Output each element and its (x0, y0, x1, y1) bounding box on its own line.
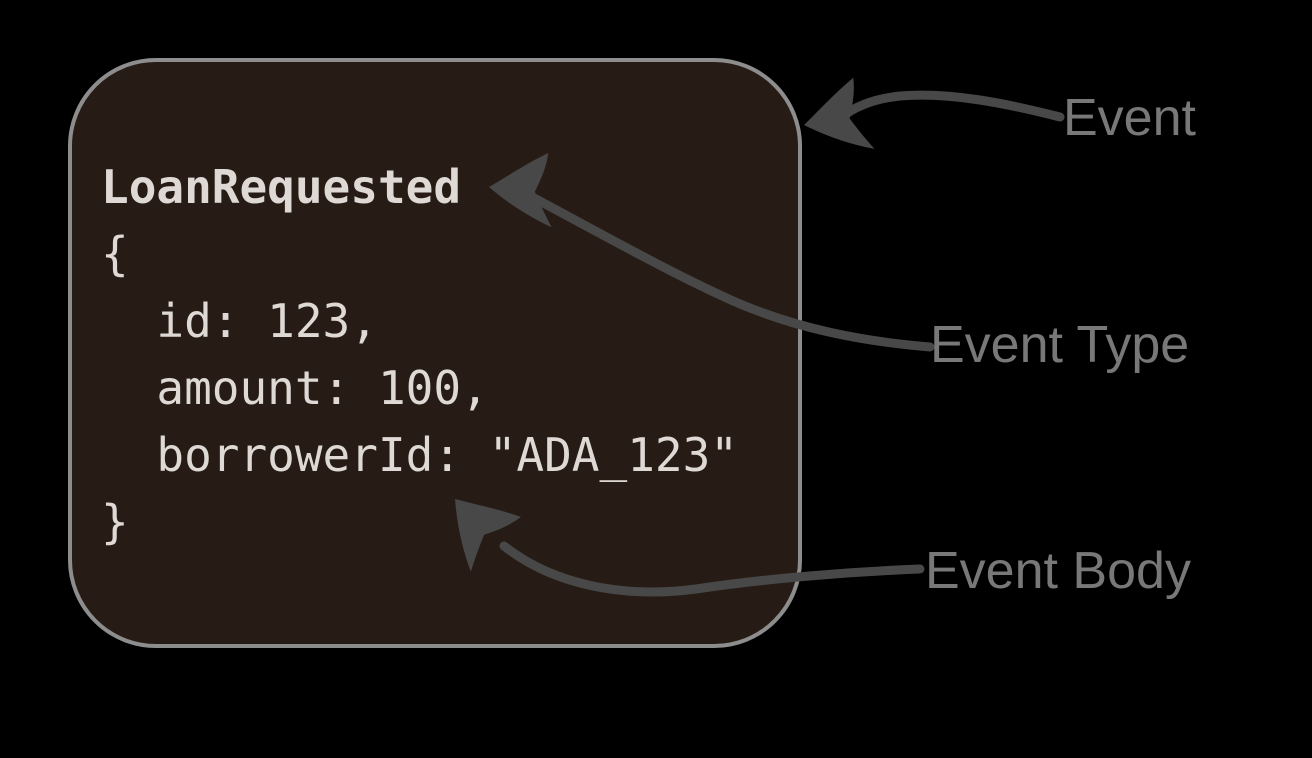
event-body-line: amount: 100, (101, 361, 489, 415)
event-label: Event (1063, 89, 1196, 147)
event-body-line: { (101, 227, 129, 281)
event-body-label: Event Body (925, 542, 1191, 600)
event-type-label: Event Type (930, 316, 1190, 374)
event-body-line: borrowerId: "ADA_123" (101, 428, 738, 482)
event-arrowhead-icon (804, 77, 875, 149)
event-code-block: LoanRequested { id: 123, amount: 100, bo… (101, 154, 738, 556)
event-card: LoanRequested { id: 123, amount: 100, bo… (68, 58, 802, 648)
event-body-line: } (101, 495, 129, 549)
event-type-code: LoanRequested (101, 160, 462, 214)
event-arrow (836, 90, 1065, 123)
event-body-line: id: 123, (101, 294, 378, 348)
